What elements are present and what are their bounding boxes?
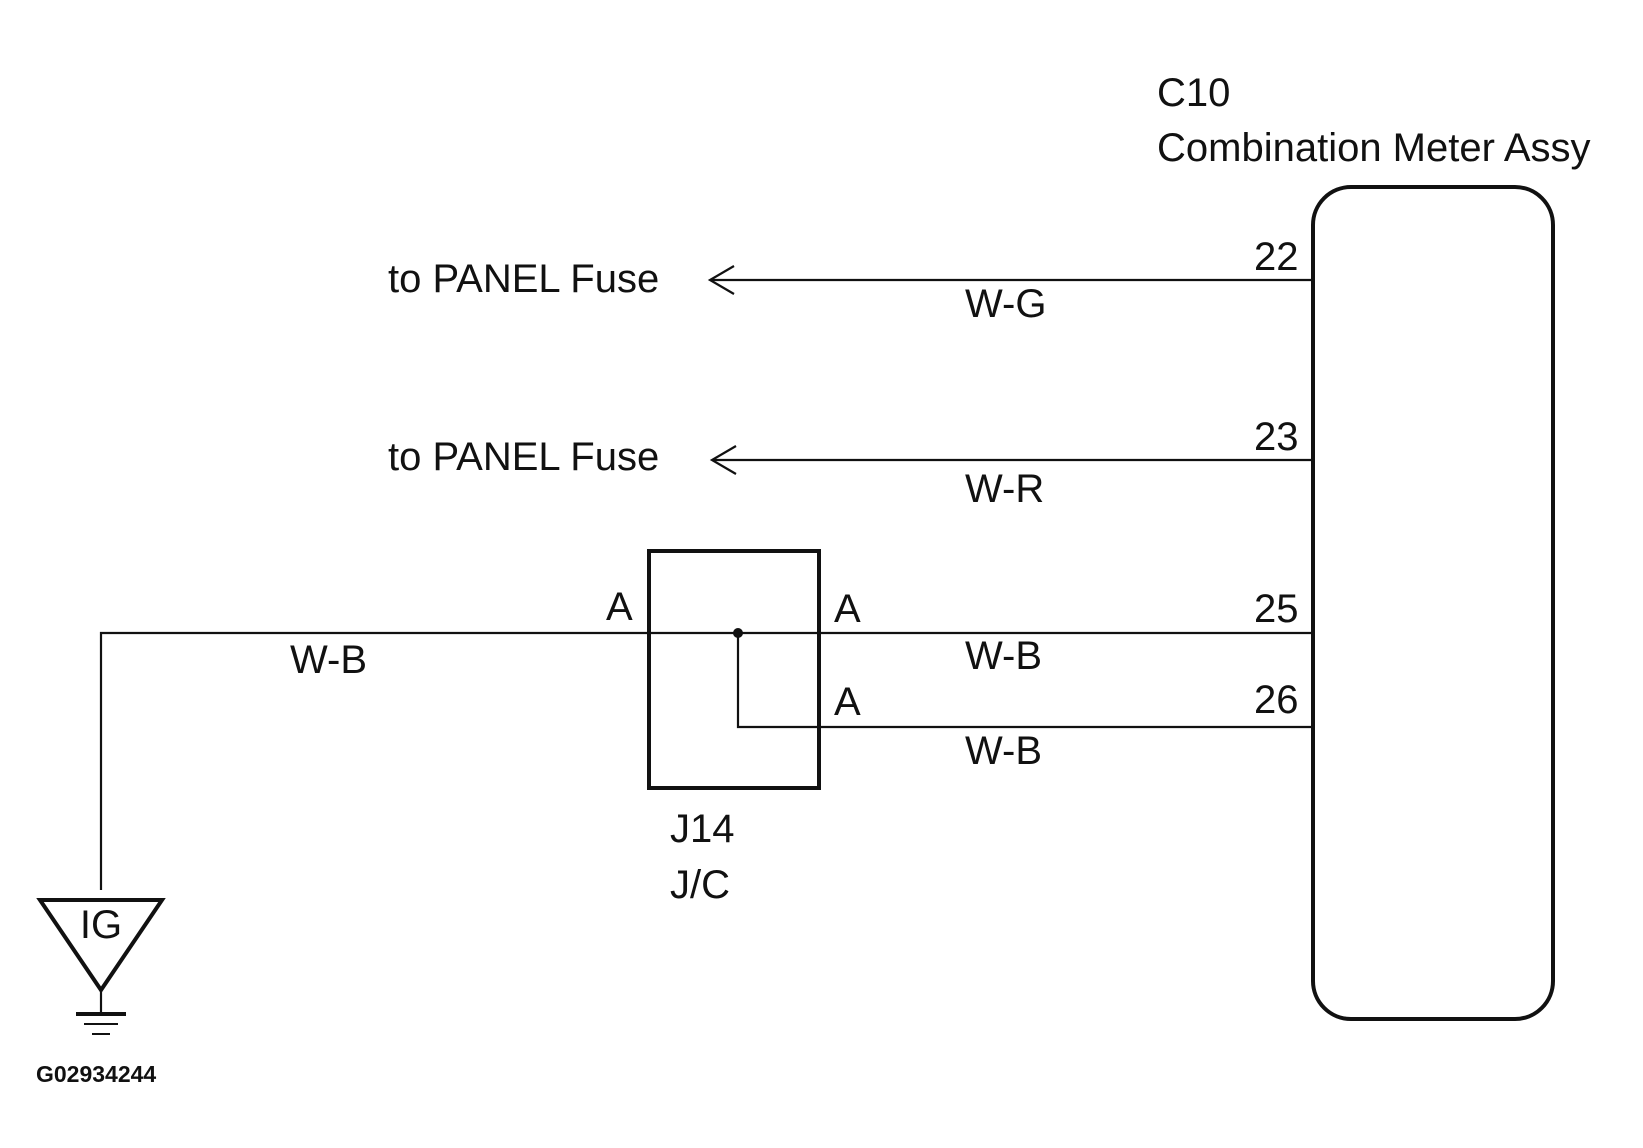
wire-color-26: W-B (965, 729, 1042, 773)
junction-code: J14 (670, 807, 735, 851)
combination-meter-body (1311, 185, 1555, 1021)
junction-connector-box (647, 549, 821, 790)
arrow-left-icon (707, 265, 735, 295)
figure-id: G02934244 (36, 1061, 156, 1087)
junction-name: J/C (670, 863, 730, 907)
junction-terminal-right-upper: A (834, 587, 861, 631)
pin-26: 26 (1254, 678, 1299, 722)
fuse-label-1: to PANEL Fuse (388, 257, 659, 301)
wire-color-ground: W-B (290, 638, 367, 682)
junction-terminal-right-lower: A (834, 680, 861, 724)
meter-code: C10 (1157, 71, 1230, 115)
pin-25: 25 (1254, 587, 1299, 631)
meter-name: Combination Meter Assy (1157, 126, 1591, 170)
wire-branch-to-pin-26 (736, 633, 1313, 729)
wire-color-22: W-G (965, 282, 1046, 326)
pin-23: 23 (1254, 415, 1299, 459)
ground-triangle (36, 898, 166, 994)
wire-ground-to-pin-25 (99, 631, 1313, 890)
fuse-label-2: to PANEL Fuse (388, 435, 659, 479)
wire-color-23: W-R (965, 467, 1044, 511)
wire-color-25: W-B (965, 634, 1042, 678)
ground-label: IG (80, 903, 122, 947)
pin-22: 22 (1254, 235, 1299, 279)
arrow-left-icon (709, 445, 737, 475)
junction-terminal-left: A (606, 585, 633, 629)
splice-point (733, 628, 743, 638)
